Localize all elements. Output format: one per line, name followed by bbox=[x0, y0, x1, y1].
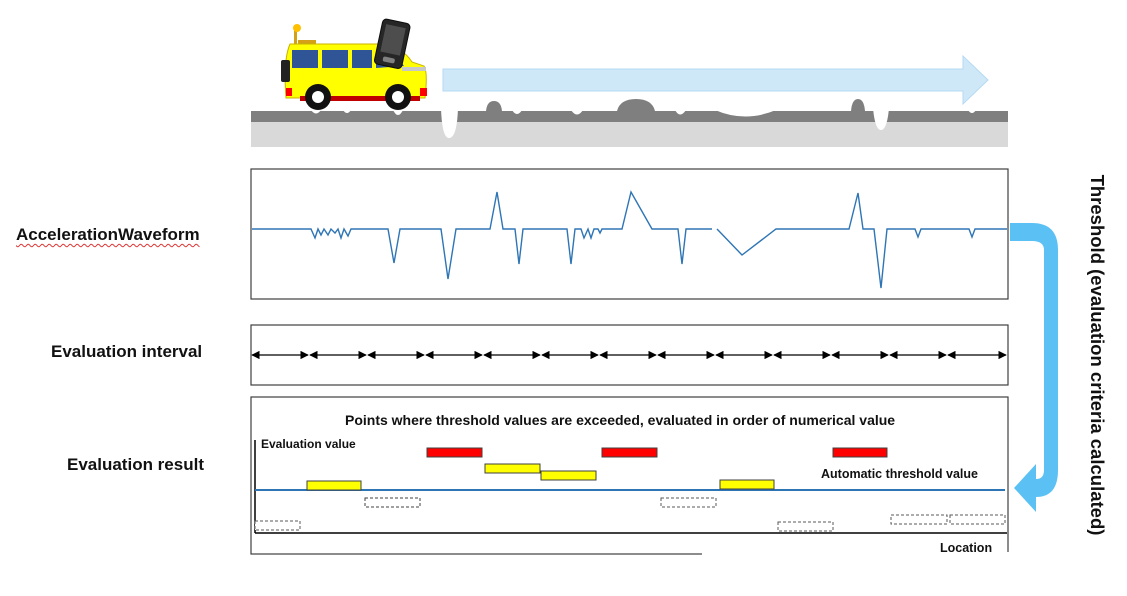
waveform-panel bbox=[250, 168, 1009, 300]
road-bump bbox=[851, 99, 865, 111]
acceleration-waveform-line bbox=[716, 192, 1007, 289]
road-surface bbox=[251, 111, 1008, 122]
exceed-high-bar bbox=[832, 447, 888, 458]
travel-direction-arrow-icon bbox=[442, 54, 989, 106]
below-threshold-bar bbox=[364, 497, 421, 508]
road-scene bbox=[251, 99, 1008, 147]
below-threshold-bar bbox=[254, 520, 301, 531]
road-base bbox=[251, 121, 1008, 147]
handheld-device-icon bbox=[373, 18, 411, 69]
pothole bbox=[873, 108, 889, 130]
exceed-mid-bar bbox=[719, 479, 775, 490]
evaluation-result-label: Evaluation result bbox=[67, 455, 204, 474]
below-threshold-bar bbox=[890, 514, 948, 525]
threshold-calculated-label: Threshold (evaluation criteria calculate… bbox=[1087, 174, 1108, 536]
result-panel bbox=[250, 396, 1009, 555]
pothole bbox=[441, 108, 458, 138]
evaluation-value-axis-label: Evaluation value bbox=[261, 437, 356, 451]
below-threshold-bar bbox=[949, 514, 1006, 525]
exceed-mid-bar bbox=[540, 470, 597, 481]
exceed-high-bar bbox=[426, 447, 483, 458]
exceed-mid-bar bbox=[306, 480, 362, 491]
road-bump bbox=[486, 101, 502, 111]
acceleration-waveform-line bbox=[252, 190, 712, 280]
pothole bbox=[571, 110, 583, 115]
pothole bbox=[311, 110, 321, 114]
pothole bbox=[343, 110, 351, 113]
pothole bbox=[393, 110, 403, 115]
automatic-threshold-label: Automatic threshold value bbox=[821, 467, 978, 481]
below-threshold-bar bbox=[660, 497, 717, 508]
evaluation-bars bbox=[254, 447, 1006, 532]
panel-bottom-mask bbox=[702, 552, 1009, 557]
evaluation-interval-label: Evaluation interval bbox=[51, 342, 203, 361]
road-bump bbox=[617, 99, 655, 111]
threshold-feedback-arrow-icon bbox=[1010, 223, 1058, 512]
pothole bbox=[715, 110, 776, 117]
pothole bbox=[968, 110, 976, 113]
exceed-high-bar bbox=[601, 447, 658, 458]
acceleration-waveform-label: AccelerationWaveform bbox=[16, 225, 200, 244]
pothole bbox=[512, 110, 522, 114]
below-threshold-bar bbox=[777, 521, 834, 532]
location-axis-label: Location bbox=[940, 541, 993, 555]
exceed-mid-bar bbox=[484, 463, 541, 474]
points-exceeded-note: Points where threshold values are exceed… bbox=[345, 412, 896, 428]
pothole bbox=[675, 110, 686, 115]
